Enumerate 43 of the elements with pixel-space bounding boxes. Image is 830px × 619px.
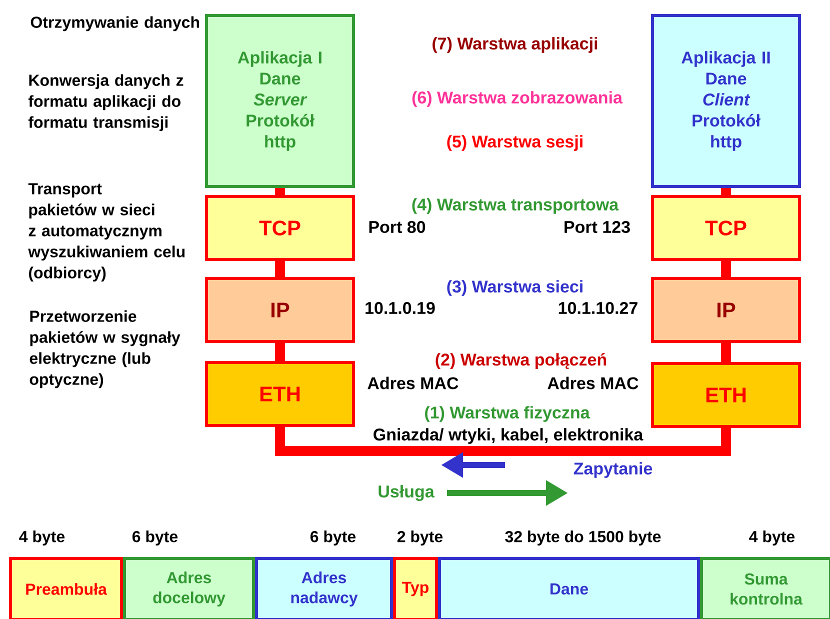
connector-line	[275, 261, 285, 277]
protocol-box: ETH	[205, 361, 355, 427]
description-text: Konwersja danych z formatu aplikacji do formatu transmisji	[28, 74, 184, 132]
layer-label: (2) Warstwa połączeń	[436, 353, 606, 369]
description-text: Transport pakietów w sieci z automatycznym wyszukiwaniem celu (odbiorcy)	[28, 183, 185, 282]
frame-field: Typ	[393, 557, 438, 619]
connector-line	[721, 261, 731, 277]
protocol-box: IP	[651, 277, 801, 343]
connector-line	[275, 427, 731, 456]
protocol-box: IP	[205, 277, 355, 343]
port-label: Port 123	[564, 220, 630, 234]
byte-size-label: 2 byte	[397, 530, 443, 546]
protocol-box: ETH	[651, 362, 801, 428]
layer-label: (1) Warstwa fizyczna	[425, 406, 590, 422]
address-label: Adres MAC	[368, 376, 458, 390]
description-text: Przetworzenie pakietów w sygnały elektryczne (lub optyczne)	[30, 310, 180, 388]
arrow-label: Usługa	[378, 485, 434, 501]
byte-size-label: 4 byte	[19, 530, 65, 546]
application-box: Aplikacja I Dane Server Protokół http	[205, 14, 355, 188]
medium-label: Gniazda/ wtyki, kabel, elektronika	[374, 428, 644, 444]
protocol-box: TCP	[205, 195, 355, 261]
port-label: Port 80	[369, 220, 426, 234]
byte-size-label: 6 byte	[310, 530, 356, 546]
frame-field: Dane	[438, 557, 700, 619]
byte-size-label: 4 byte	[749, 530, 795, 546]
layer-label: (4) Warstwa transportowa	[412, 198, 619, 214]
frame-field: Adres nadawcy	[255, 557, 393, 619]
address-label: Adres MAC	[548, 376, 638, 390]
connector-line	[721, 188, 731, 195]
byte-size-label: 32 byte do 1500 byte	[505, 530, 661, 546]
connector-line	[275, 188, 285, 195]
layer-label: (5) Warstwa sesji	[447, 135, 582, 151]
layer-label: (6) Warstwa zobrazowania	[412, 91, 623, 107]
application-box: Aplikacja II Dane Client Protokół http	[651, 14, 801, 188]
frame-field: Suma kontrolna	[700, 557, 830, 619]
connector-line	[275, 343, 285, 361]
connector-line	[721, 343, 731, 362]
layer-label: (3) Warstwa sieci	[447, 280, 582, 296]
frame-field: Preambuła	[9, 557, 123, 619]
protocol-box: TCP	[651, 195, 801, 261]
frame-field: Adres docelowy	[123, 557, 255, 619]
byte-size-label: 6 byte	[132, 530, 178, 546]
layer-label: (7) Warstwa aplikacji	[432, 37, 598, 53]
